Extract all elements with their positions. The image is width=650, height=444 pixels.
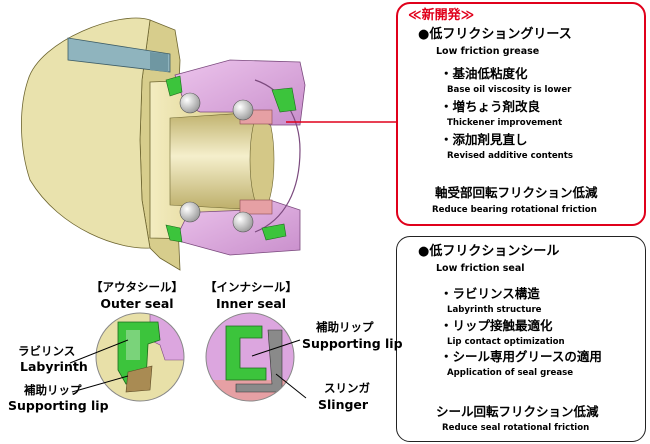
grease-item-3-en: Revised additive contents [447,151,573,161]
inner-supporting-lip-label-en: Supporting lip [302,336,403,351]
slinger-label-en: Slinger [318,397,369,412]
inner-supporting-lip-label-jp: 補助リップ [316,320,374,334]
grease-item-2-en: Thickener improvement [447,118,563,128]
slinger-label-jp: スリンガ [324,381,370,395]
seal-item-3-en: Application of seal grease [447,368,574,378]
inner-seal-title-jp: 【インナシール】 [205,280,297,294]
grease-result-en: Reduce bearing rotational friction [432,205,597,215]
seal-parts [165,75,297,243]
seal-item-1-en: Labyrinth structure [447,305,542,315]
inner-ring-bottom [239,199,273,215]
seal-item-3-jp: ・シール専用グリースの適用 [440,349,602,364]
low-friction-seal-box [396,236,646,442]
seal-heading-en: Low friction seal [436,263,525,274]
outer-seal-detail [95,312,185,402]
seal-heading-jp: ●低フリクションシール [418,244,560,259]
inner-seal-title-en: Inner seal [215,296,287,311]
bearing-balls [179,92,254,233]
labyrinth-label-en: Labyrinth [20,359,88,374]
outer-supporting-lip-label-en: Supporting lip [8,398,109,413]
seal-result-en: Reduce seal rotational friction [442,423,590,433]
outer-supporting-lip-label-jp: 補助リップ [24,383,82,397]
grease-result-jp: 軸受部回転フリクション低減 [435,185,598,200]
seal-result-jp: シール回転フリクション低減 [436,404,599,419]
grease-item-1-en: Base oil viscosity is lower [447,85,572,95]
seal-item-2-en: Lip contact optimization [447,337,565,347]
seal-item-2-jp: ・リップ接触最適化 [440,318,553,333]
hub-bolt [67,37,171,73]
labyrinth-label-jp: ラビリンス [18,344,76,358]
seal-item-1-jp: ・ラビリンス構造 [440,286,540,301]
grease-item-2-jp: ・増ちょう剤改良 [440,99,541,114]
outer-seal-title-jp: 【アウタシール】 [91,280,183,294]
grease-heading-en: Low friction grease [436,46,540,57]
inner-seal-detail [205,312,295,402]
outer-seal-title-en: Outer seal [100,296,174,311]
grease-item-1-jp: ・基油低粘度化 [440,66,528,81]
hub-body [149,77,275,241]
low-friction-grease-box [396,2,646,226]
grease-item-3-jp: ・添加剤見直し [440,132,528,147]
grease-heading-jp: ●低フリクショングリース [418,27,572,42]
new-development-badge: ≪新開発≫ [408,8,475,23]
callout-leader-lines [69,339,307,399]
